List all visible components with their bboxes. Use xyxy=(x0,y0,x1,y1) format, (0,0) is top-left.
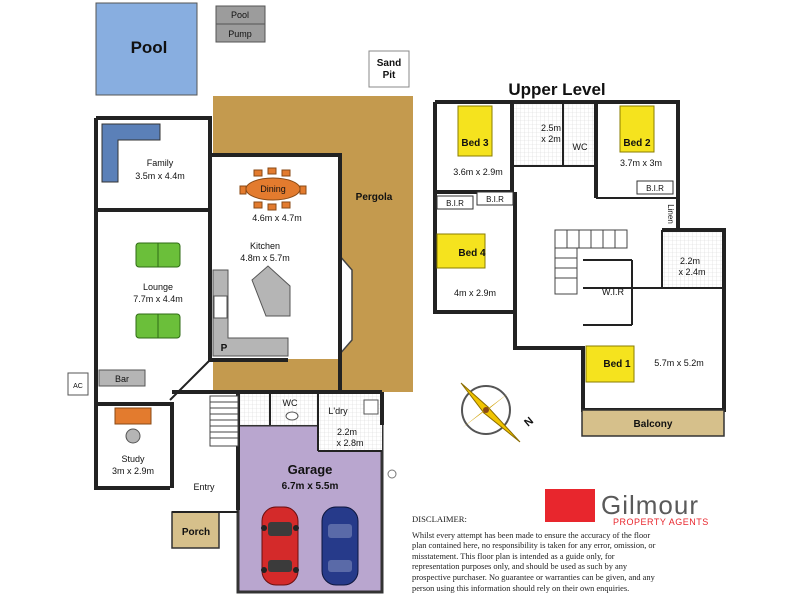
ensuite-dim-2: x 2.4m xyxy=(678,267,705,277)
brand-tagline: PROPERTY AGENTS xyxy=(613,517,709,527)
bath-dim-1: 2.5m xyxy=(541,123,561,133)
pool-label: Pool xyxy=(131,38,168,57)
kitchen-bench xyxy=(212,269,289,357)
bar-counter xyxy=(98,369,146,387)
kitchen-name: Kitchen xyxy=(250,241,280,251)
pool-pump-label-2: Pump xyxy=(228,29,252,39)
bed1-icon xyxy=(585,345,635,383)
bir-label-2: B.I.R xyxy=(446,199,464,208)
balcony-label: Balcony xyxy=(634,419,673,430)
pool-area xyxy=(95,2,198,96)
ac-label: AC xyxy=(73,383,83,390)
brand-logo-mark xyxy=(545,489,595,522)
disclaimer-body: Whilst every attempt has been made to en… xyxy=(412,530,656,593)
pool-pump-label-1: Pool xyxy=(231,10,249,20)
bath-upper xyxy=(512,104,563,166)
bed4-icon xyxy=(436,233,486,269)
sand-pit-label-1: Sand xyxy=(377,58,401,69)
kitchen-cooktop xyxy=(213,295,228,319)
porch-area xyxy=(171,511,220,549)
disclaimer-heading: DISCLAIMER: xyxy=(412,514,467,524)
bed4-label: Bed 4 xyxy=(458,248,486,259)
dining-dim: 4.6m x 4.7m xyxy=(252,213,302,223)
bir-label-3: B.I.R xyxy=(486,195,504,204)
kitchen-island xyxy=(251,265,291,317)
garage-dim: 6.7m x 5.5m xyxy=(282,481,339,492)
ensuite-dim-1: 2.2m xyxy=(680,256,700,266)
ground-stairs xyxy=(209,395,239,447)
red-car-icon xyxy=(261,506,299,586)
family-sofa xyxy=(101,123,161,183)
kitchen-dim: 4.8m x 5.7m xyxy=(240,253,290,263)
wc-upper-fill xyxy=(563,104,595,166)
bed4-dim: 4m x 2.9m xyxy=(454,288,496,298)
dining-name: Dining xyxy=(260,184,286,194)
ensuite-upper xyxy=(662,230,724,288)
bed2-dim: 3.7m x 3m xyxy=(620,158,662,168)
family-name: Family xyxy=(147,158,174,168)
compass-north: N xyxy=(522,415,536,429)
bed3-label: Bed 3 xyxy=(461,138,489,149)
sand-pit-label-2: Pit xyxy=(383,70,396,81)
sand-pit-box xyxy=(368,50,410,88)
bed1-dim: 5.7m x 5.2m xyxy=(654,358,704,368)
bath-dim-2: x 2m xyxy=(541,134,561,144)
disclaimer: DISCLAIMER: Whilst every attempt has bee… xyxy=(412,514,657,594)
study-dim: 3m x 2.9m xyxy=(112,466,154,476)
laundry-label: L'dry xyxy=(328,406,348,416)
pantry-label: P xyxy=(221,343,228,354)
wc-upper-label: WC xyxy=(573,142,588,152)
bir-label-1: B.I.R xyxy=(646,184,664,193)
study-chair xyxy=(125,428,141,444)
garage-name: Garage xyxy=(288,462,333,477)
wir-label: W.I.R xyxy=(602,287,624,297)
entry-label: Entry xyxy=(193,482,215,492)
lounge-name: Lounge xyxy=(143,282,173,292)
study-name: Study xyxy=(121,454,145,464)
laundry-dim-2: x 2.8m xyxy=(336,438,363,448)
brand-name: Gilmour xyxy=(601,490,699,520)
balcony-area xyxy=(581,409,725,437)
family-dim: 3.5m x 4.4m xyxy=(135,171,185,181)
lounge-dim: 7.7m x 4.4m xyxy=(133,294,183,304)
bed2-label: Bed 2 xyxy=(623,138,651,149)
study-desk xyxy=(114,407,152,425)
ac-unit xyxy=(67,372,89,396)
pergola-label: Pergola xyxy=(356,192,393,203)
wc-ground-label: WC xyxy=(283,398,298,408)
bed2-icon xyxy=(619,105,655,153)
bar-label: Bar xyxy=(115,374,129,384)
bed3-icon xyxy=(457,105,493,157)
porch-label: Porch xyxy=(182,527,210,538)
bed3-dim: 3.6m x 2.9m xyxy=(453,167,503,177)
linen-label: Linen xyxy=(666,204,675,224)
laundry-dim-1: 2.2m xyxy=(337,427,357,437)
upper-stairs xyxy=(554,229,628,295)
compass-icon xyxy=(460,382,521,443)
bed1-label: Bed 1 xyxy=(603,359,631,370)
upper-level-title: Upper Level xyxy=(508,80,605,99)
blue-car-icon xyxy=(321,506,359,586)
